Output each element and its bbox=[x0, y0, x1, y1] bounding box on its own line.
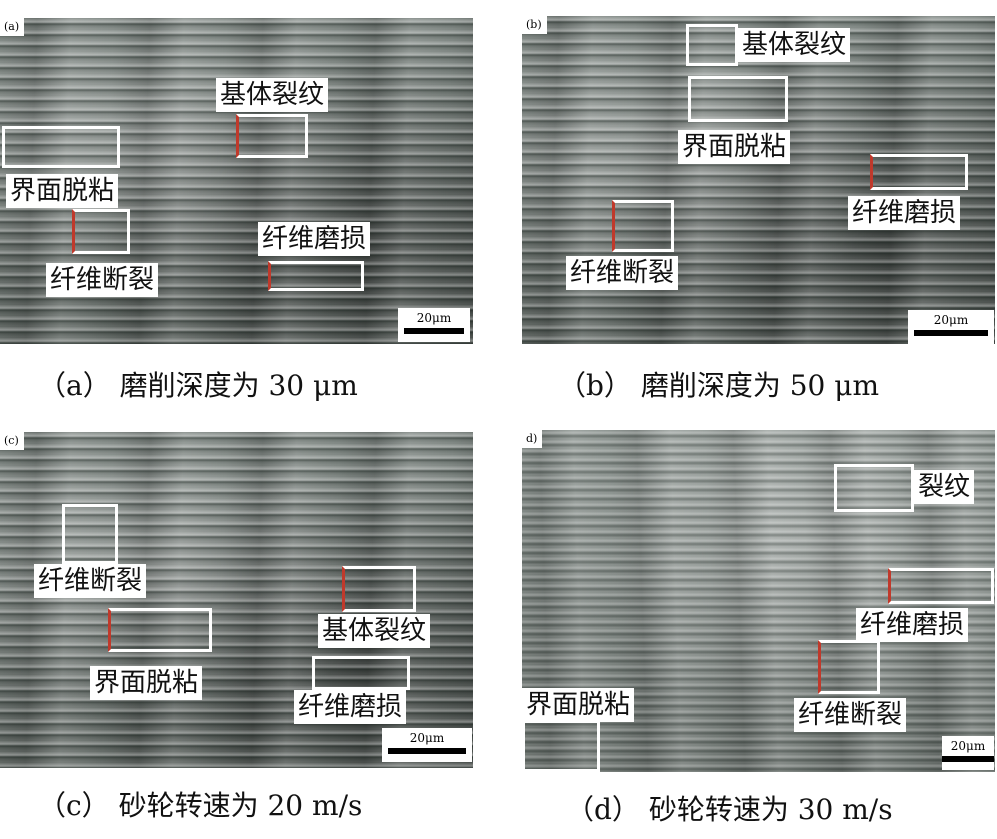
fiber-fracture-box bbox=[62, 504, 118, 564]
interface-debond-box bbox=[522, 720, 600, 772]
fiber-fracture-box bbox=[72, 209, 130, 254]
fiber-wear-box bbox=[312, 656, 410, 690]
fiber-wear-label: 纤维磨损 bbox=[848, 196, 961, 230]
matrix-crack-box bbox=[236, 114, 308, 158]
scale-bar: 20μm bbox=[908, 310, 994, 344]
interface-debond-label: 界面脱粘 bbox=[522, 688, 635, 722]
interface-debond-label: 界面脱粘 bbox=[6, 174, 119, 208]
scale-line bbox=[942, 756, 994, 762]
matrix-crack-label: 基体裂纹 bbox=[216, 78, 329, 112]
panel-c: (c) 纤维断裂 基体裂纹 界面脱粘 纤维磨损 20μm bbox=[0, 432, 473, 768]
fiber-fracture-box bbox=[818, 640, 880, 694]
caption-a: （a） 磨削深度为 30 μm bbox=[38, 369, 358, 402]
fiber-wear-box bbox=[268, 261, 364, 291]
interface-debond-box bbox=[108, 608, 212, 652]
panel-a: (a) 基体裂纹 界面脱粘 纤维断裂 纤维磨损 20μm bbox=[0, 18, 473, 344]
matrix-crack-label: 基体裂纹 bbox=[318, 614, 431, 648]
matrix-crack-box bbox=[686, 24, 738, 66]
fiber-fracture-label: 纤维断裂 bbox=[46, 263, 159, 297]
crack-label: 裂纹 bbox=[914, 470, 975, 504]
scale-label: 20μm bbox=[409, 731, 445, 745]
panel-tag: (c) bbox=[0, 432, 24, 450]
panel-d: d) 裂纹 纤维磨损 纤维断裂 界面脱粘 20μm bbox=[522, 430, 995, 772]
scale-line bbox=[404, 328, 464, 334]
interface-debond-box bbox=[688, 76, 788, 122]
interface-debond-label: 界面脱粘 bbox=[90, 666, 203, 700]
interface-debond-label: 界面脱粘 bbox=[678, 130, 791, 164]
fiber-wear-box bbox=[888, 568, 994, 604]
matrix-crack-label: 基体裂纹 bbox=[738, 28, 851, 62]
fiber-wear-label: 纤维磨损 bbox=[294, 690, 407, 724]
fiber-wear-box bbox=[870, 154, 968, 190]
interface-debond-box bbox=[2, 126, 120, 168]
matrix-crack-box bbox=[342, 566, 416, 612]
scale-line bbox=[914, 330, 988, 336]
caption-c: （c） 砂轮转速为 20 m/s bbox=[38, 789, 363, 822]
fiber-fracture-label: 纤维断裂 bbox=[794, 698, 907, 732]
panel-tag: (a) bbox=[0, 18, 25, 36]
scale-label: 20μm bbox=[950, 739, 986, 753]
panel-b: (b) 基体裂纹 界面脱粘 纤维磨损 纤维断裂 20μm bbox=[522, 16, 995, 344]
scale-line bbox=[388, 748, 466, 754]
panel-tag: d) bbox=[522, 430, 543, 448]
fiber-fracture-box bbox=[612, 200, 674, 252]
scale-label: 20μm bbox=[416, 311, 452, 325]
caption-b: （b） 磨削深度为 50 μm bbox=[558, 369, 880, 402]
fiber-fracture-label: 纤维断裂 bbox=[34, 564, 147, 598]
caption-d: （d） 砂轮转速为 30 m/s bbox=[566, 793, 893, 826]
crack-box bbox=[834, 464, 914, 512]
panel-tag: (b) bbox=[522, 16, 547, 34]
scale-bar: 20μm bbox=[382, 728, 472, 762]
fiber-fracture-label: 纤维断裂 bbox=[566, 256, 679, 290]
scale-bar: 20μm bbox=[942, 736, 994, 770]
scale-label: 20μm bbox=[933, 313, 969, 327]
fiber-wear-label: 纤维磨损 bbox=[258, 222, 371, 256]
fiber-wear-label: 纤维磨损 bbox=[856, 608, 969, 642]
scale-bar: 20μm bbox=[398, 308, 470, 342]
